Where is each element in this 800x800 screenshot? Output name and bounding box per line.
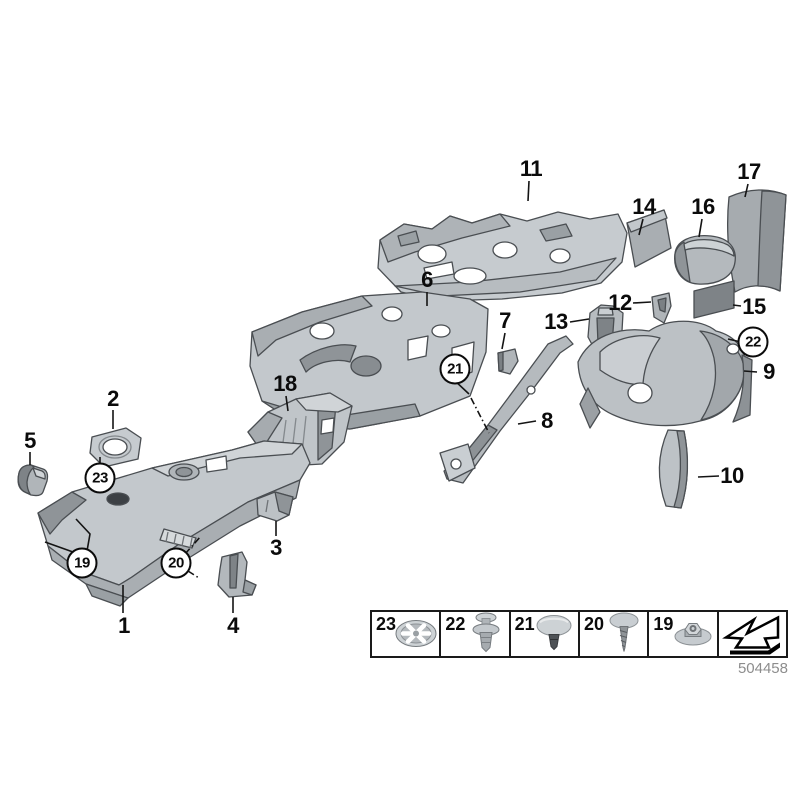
callout-16[interactable]: 16 <box>691 194 715 219</box>
part-14-shape <box>626 209 672 268</box>
legend-number: 22 <box>445 614 466 634</box>
leader-lines <box>29 180 758 613</box>
legend-cell-20[interactable]: 20 <box>580 610 650 659</box>
part-2-shape <box>89 427 142 468</box>
legend-number: 19 <box>653 614 674 634</box>
legend-cell-arrow <box>719 612 786 656</box>
part-1-shape <box>37 440 311 607</box>
callout-13[interactable]: 13 <box>544 309 568 334</box>
legend-number: 23 <box>376 614 397 634</box>
part-7-shape <box>497 348 519 375</box>
legend-number: 21 <box>514 614 535 634</box>
fastener-legend: 23 22 <box>370 610 788 658</box>
legend-cell-23[interactable]: 23 <box>372 610 442 659</box>
part-3-shape <box>256 491 294 522</box>
part-17-shape <box>727 189 787 293</box>
callout-22-circled[interactable]: 22 <box>737 326 769 358</box>
callout-17[interactable]: 17 <box>737 159 761 184</box>
callout-19-circled[interactable]: 19 <box>66 547 98 579</box>
callout-6[interactable]: 6 <box>421 267 433 292</box>
callout-11[interactable]: 11 <box>519 156 543 181</box>
hex-nut-washer-icon <box>668 610 716 659</box>
callout-21-circled[interactable]: 21 <box>439 353 471 385</box>
part-11-shape <box>377 211 628 302</box>
part-10-shape <box>658 429 689 509</box>
callout-4[interactable]: 4 <box>227 613 239 638</box>
part-15-shape <box>693 280 735 319</box>
expansion-rivet-icon <box>462 610 508 659</box>
part-16-shape <box>674 235 736 285</box>
callout-1[interactable]: 1 <box>118 613 130 638</box>
part-4-shape <box>217 551 257 598</box>
document-number: 504458 <box>737 660 788 677</box>
callout-15[interactable]: 15 <box>742 294 766 319</box>
callout-8[interactable]: 8 <box>541 408 553 433</box>
callout-3[interactable]: 3 <box>270 535 282 560</box>
callout-14[interactable]: 14 <box>632 194 656 219</box>
callout-12[interactable]: 12 <box>608 290 632 315</box>
callout-5[interactable]: 5 <box>24 428 36 453</box>
callout-7[interactable]: 7 <box>499 308 511 333</box>
part-8-shape <box>439 335 574 484</box>
callout-20-circled[interactable]: 20 <box>160 547 192 579</box>
part-5-shape <box>17 464 49 497</box>
legend-cell-19[interactable]: 19 <box>649 610 719 659</box>
sheet-metal-screw-icon <box>600 610 646 659</box>
callout-18[interactable]: 18 <box>273 371 297 396</box>
star-lock-washer-icon <box>390 610 438 659</box>
callout-9[interactable]: 9 <box>763 359 775 384</box>
legend-cell-21[interactable]: 21 <box>511 612 580 656</box>
callout-2[interactable]: 2 <box>107 386 119 411</box>
part-12-shape <box>651 292 672 324</box>
legend-cell-22[interactable]: 22 <box>441 610 511 659</box>
callout-23-circled[interactable]: 23 <box>84 462 116 494</box>
dome-clip-icon <box>529 610 577 659</box>
direction-of-travel-arrow-icon <box>721 609 783 660</box>
callout-10[interactable]: 10 <box>720 463 744 488</box>
legend-number: 20 <box>583 614 605 634</box>
part-9-shape <box>577 320 753 429</box>
